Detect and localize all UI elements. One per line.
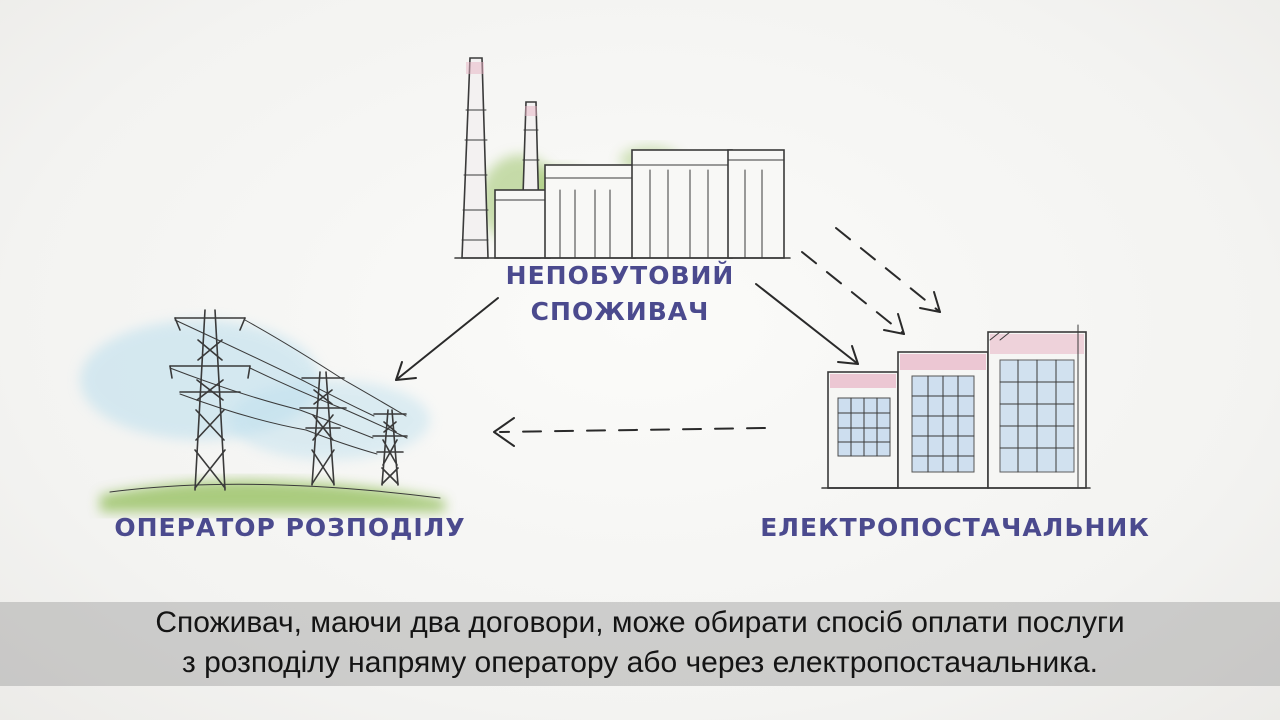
label-consumer-line2: СПОЖИВАЧ xyxy=(530,297,710,326)
arrow-dashed-upper-head xyxy=(919,291,941,313)
label-operator: ОПЕРАТОР РОЗПОДІЛУ xyxy=(114,513,466,542)
arrow-supplier-to-operator xyxy=(499,427,766,433)
label-consumer: НЕПОБУТОВИЙ СПОЖИВАЧ xyxy=(460,258,780,330)
subtitle-line-2: з розподілу напряму оператору або через … xyxy=(181,646,1099,679)
arrow-consumer-to-operator xyxy=(395,297,499,381)
arrow-supplier-to-operator-head xyxy=(493,417,515,447)
arrow-dashed-lower-head xyxy=(883,313,905,335)
arrow-consumer-to-supplier xyxy=(755,283,859,365)
arrow-dashed-lower xyxy=(801,251,905,335)
office-buildings-icon xyxy=(821,324,1091,489)
label-consumer-line1: НЕПОБУТОВИЙ xyxy=(505,261,735,290)
label-supplier: ЕЛЕКТРОПОСТАЧАЛЬНИК xyxy=(760,513,1150,542)
power-lines-icon xyxy=(80,309,445,512)
arrow-dashed-upper xyxy=(835,227,941,313)
subtitle-line-1: Споживач, маючи два договори, може обира… xyxy=(155,606,1125,639)
factory-icon xyxy=(454,57,791,259)
subtitle-band xyxy=(0,602,1280,686)
